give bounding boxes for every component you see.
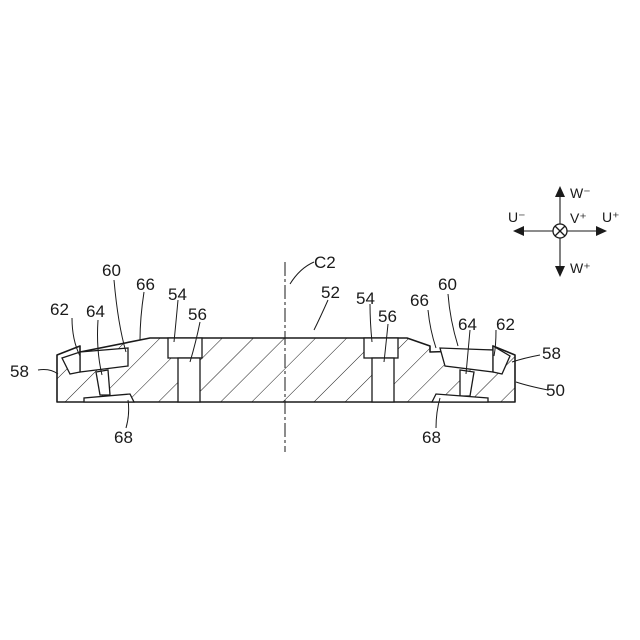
label-52: 52 (321, 283, 340, 302)
label-v-plus: V⁺ (570, 210, 587, 226)
right-notch (364, 338, 398, 358)
label-62-right: 62 (496, 315, 515, 334)
label-58-left: 58 (10, 362, 29, 381)
label-58-right: 58 (542, 344, 561, 363)
label-68-right: 68 (422, 428, 441, 447)
label-64-left: 64 (86, 302, 105, 321)
label-u-minus: U⁻ (508, 209, 526, 225)
label-62-left: 62 (50, 300, 69, 319)
label-68-left: 68 (114, 428, 133, 447)
label-56-left: 56 (188, 305, 207, 324)
left-notch (168, 338, 202, 358)
label-56-right: 56 (378, 307, 397, 326)
circle-cross-icon (553, 224, 567, 238)
label-50: 50 (546, 381, 565, 400)
label-w-plus: W⁺ (570, 260, 591, 276)
label-u-plus: U⁺ (602, 209, 620, 225)
arrow-up-icon (555, 186, 565, 197)
label-60-left: 60 (102, 261, 121, 280)
label-w-minus: W⁻ (570, 185, 591, 201)
left-slot (178, 358, 200, 402)
arrow-down-icon (555, 266, 565, 277)
arrow-left-icon (513, 226, 524, 236)
label-60-right: 60 (438, 275, 457, 294)
label-64-right: 64 (458, 315, 477, 334)
arrow-right-icon (596, 226, 607, 236)
axes-legend: W⁻ U⁻ V⁺ U⁺ W⁺ (508, 185, 620, 277)
label-66-right: 66 (410, 291, 429, 310)
label-66-left: 66 (136, 275, 155, 294)
right-slot (372, 358, 394, 402)
label-c2: C2 (314, 253, 336, 272)
label-54-left: 54 (168, 285, 187, 304)
label-54-right: 54 (356, 289, 375, 308)
